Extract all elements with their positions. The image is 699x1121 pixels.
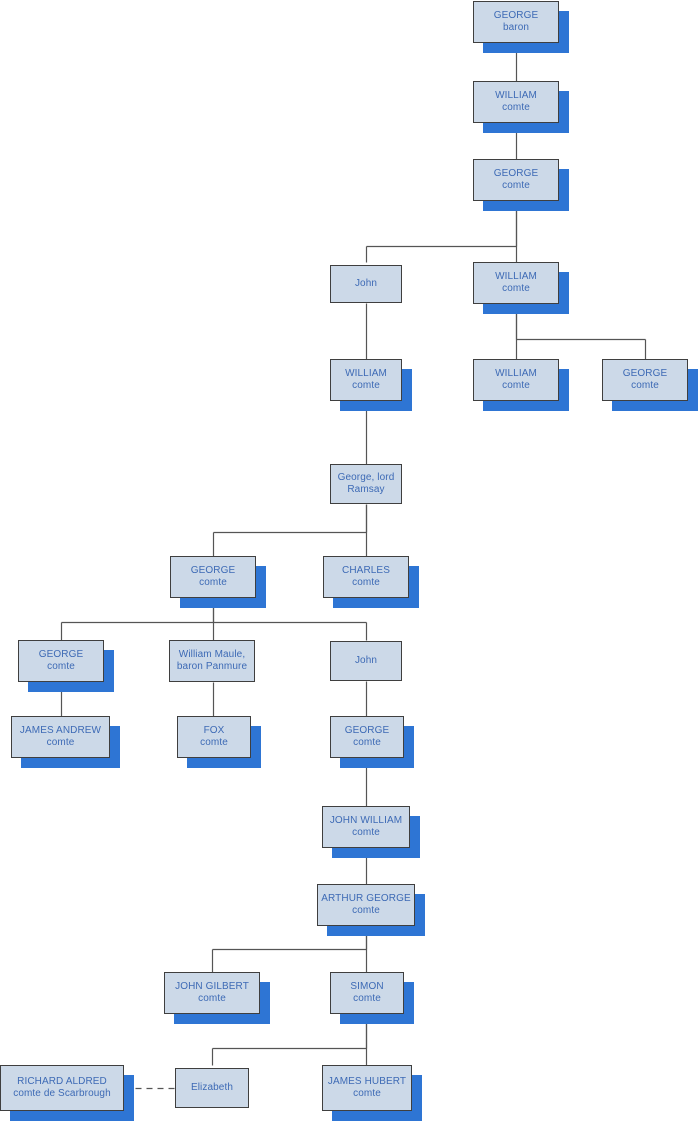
person-name: GEORGE [622, 368, 668, 379]
person-title: comte [631, 380, 659, 391]
person-name: George, lord [337, 472, 395, 483]
person-title: Ramsay [347, 484, 385, 495]
person-name: SIMON [350, 981, 384, 992]
person-title: comte [352, 380, 380, 391]
person-name: Elizabeth [190, 1082, 234, 1093]
person-title: comte [46, 737, 75, 748]
person-name: FOX [203, 725, 225, 736]
person-title: comte [198, 993, 226, 1004]
person-name: JOHN GILBERT [175, 981, 249, 992]
person-name: CHARLES [342, 565, 390, 576]
person-name: John [354, 278, 378, 289]
person-name: GEORGE [493, 168, 539, 179]
person-name: JAMES HUBERT [327, 1076, 407, 1087]
person-title: comte [200, 737, 228, 748]
person-title: comte [47, 661, 75, 672]
person-name: John [354, 655, 378, 666]
person-node[interactable]: Elizabeth [175, 1068, 249, 1108]
person-name: ARTHUR GEORGE [321, 893, 411, 904]
person-name: William Maule, [178, 649, 246, 660]
person-title: baron Panmure [176, 661, 248, 672]
person-name: WILLIAM [495, 90, 537, 101]
person-title: comte [502, 283, 530, 294]
person-name: GEORGE [38, 649, 84, 660]
person-title: comte [353, 1088, 381, 1099]
person-title: baron [502, 22, 530, 33]
person-title: comte [353, 737, 381, 748]
person-title: comte [502, 102, 530, 113]
person-node[interactable]: John [330, 641, 402, 681]
person-title: comte [352, 905, 380, 916]
person-title: comte de Scarbrough [13, 1088, 111, 1099]
person-title: comte [502, 380, 530, 391]
person-name: RICHARD ALDRED [17, 1076, 107, 1087]
person-name: WILLIAM [495, 368, 537, 379]
person-title: comte [502, 180, 530, 191]
person-name: GEORGE [190, 565, 236, 576]
person-title: comte [353, 993, 381, 1004]
person-name: JAMES ANDREW [19, 725, 102, 736]
person-node[interactable]: William Maule,baron Panmure [169, 640, 255, 682]
person-name: GEORGE [493, 10, 539, 21]
person-title: comte [352, 827, 380, 838]
person-name: GEORGE [344, 725, 390, 736]
person-title: comte [352, 577, 380, 588]
person-name: WILLIAM [345, 368, 387, 379]
person-title: comte [199, 577, 227, 588]
person-node[interactable]: John [330, 265, 402, 303]
person-name: JOHN WILLIAM [329, 815, 403, 826]
person-name: WILLIAM [495, 271, 537, 282]
